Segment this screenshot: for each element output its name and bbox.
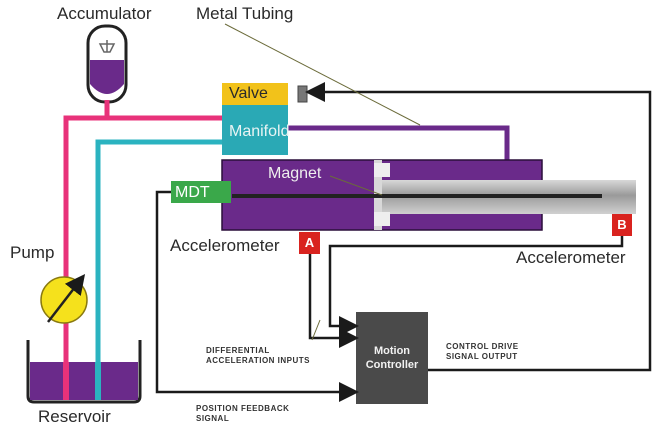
- valve-label: Valve: [229, 85, 268, 102]
- manifold-block: [222, 105, 288, 155]
- metal-tubing: [288, 125, 510, 160]
- mdt-label: MDT: [175, 184, 210, 201]
- metal-tubing-label: Metal Tubing: [196, 4, 294, 23]
- control-drive-line2: SIGNAL OUTPUT: [446, 352, 518, 361]
- position-feedback-line1: POSITION FEEDBACK: [196, 404, 290, 413]
- return-line: [95, 139, 222, 392]
- accumulator-label: Accumulator: [57, 4, 152, 23]
- differential-line1: DIFFERENTIAL: [206, 346, 270, 355]
- pump: [40, 274, 88, 324]
- valve-spool: [297, 85, 308, 103]
- motion-controller-line2: Controller: [365, 359, 419, 372]
- position-feedback-label: POSITION FEEDBACK SIGNAL: [196, 404, 289, 424]
- position-feedback-line2: SIGNAL: [196, 414, 230, 423]
- reservoir-label: Reservoir: [38, 407, 111, 426]
- accelerometer-right-label: Accelerometer: [516, 248, 626, 267]
- control-drive-label: CONTROL DRIVE SIGNAL OUTPUT: [446, 342, 519, 362]
- differential-inputs-label: DIFFERENTIAL ACCELERATION INPUTS: [206, 346, 310, 366]
- manifold-label: Manifold: [229, 123, 290, 140]
- reservoir: [26, 340, 142, 404]
- sensor-b-label: B: [617, 217, 627, 232]
- leader-lines: [224, 23, 421, 341]
- mdt-block: [171, 181, 231, 203]
- magnet-label: Magnet: [268, 165, 322, 182]
- sensor-a: [299, 232, 320, 254]
- motion-controller-line1: Motion: [373, 345, 411, 357]
- sensor-b: [612, 214, 632, 236]
- pump-label: Pump: [10, 243, 55, 262]
- differential-line2: ACCELERATION INPUTS: [206, 356, 311, 365]
- motion-controller-label: Motion Controller: [356, 344, 428, 373]
- motion-controller: [356, 312, 428, 404]
- accumulator: [86, 24, 128, 104]
- signal-wires: [155, 82, 652, 402]
- accelerometer-left-label: Accelerometer: [170, 236, 280, 255]
- sensor-a-label: A: [304, 235, 315, 250]
- control-drive-line1: CONTROL DRIVE: [446, 342, 519, 351]
- valve-block: [222, 83, 288, 105]
